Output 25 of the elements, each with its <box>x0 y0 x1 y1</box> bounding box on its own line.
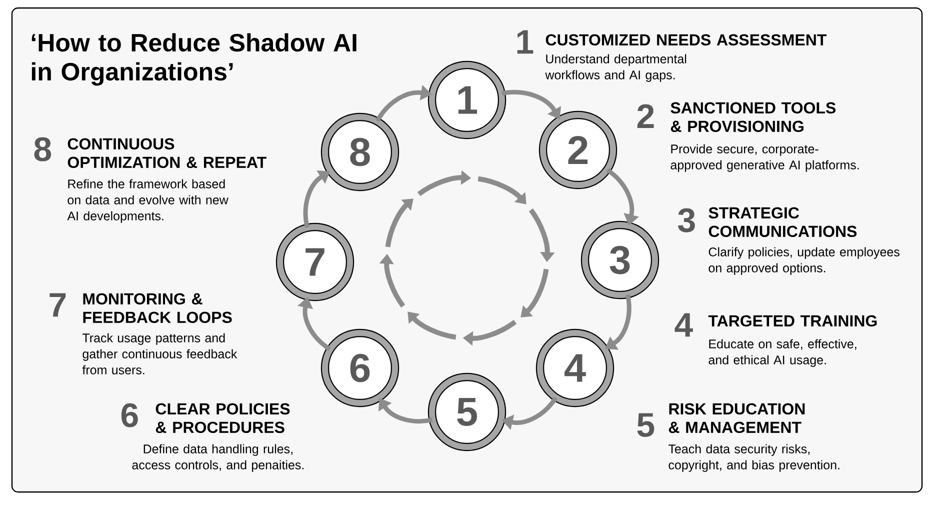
step-description: Provide secure, corporate-approved generative AI platforms. <box>670 144 859 172</box>
step-heading: SANCTIONED TOOLS & PROVISIONING <box>670 102 836 132</box>
step-description: Understand departmental workflows and AI gaps. <box>545 54 686 82</box>
step-number: 2 <box>637 104 654 128</box>
step-number: 5 <box>637 413 654 437</box>
step-description: Define data handling rules, access controls, and penaities. <box>132 444 304 472</box>
step-heading: STRATEGIC COMMUNICATIONS <box>708 207 857 238</box>
step-description: Educate on safe, effective, and ethical AI usage. <box>708 339 856 367</box>
title: ‘How to Reduce Shadow AI in Organizations’ <box>32 33 356 86</box>
step-number: 1 <box>517 30 534 54</box>
step-number: 8 <box>34 137 52 162</box>
step-heading: CONTINUOUS OPTIMIZATION & REPEAT <box>68 138 266 168</box>
step-number: 4 <box>674 313 693 337</box>
step-heading: MONITORING & FEEDBACK LOOPS <box>83 293 232 324</box>
step-number: 3 <box>678 208 695 232</box>
step-description: Clarify policies, update employees on approved options. <box>708 247 900 275</box>
step-number: 7 <box>50 293 66 317</box>
step-description: Refine the framework based on data and evolve with new AI developments. <box>67 179 228 223</box>
step-number: 6 <box>121 403 138 428</box>
step-heading: CUSTOMIZED NEEDS ASSESSMENT <box>546 34 827 46</box>
step-description: Track usage patterns and gather continuous feedback from users. <box>82 333 238 374</box>
step-heading: TARGETED TRAINING <box>708 315 877 327</box>
step-heading: CLEAR POLICIES & PROCEDURES <box>156 403 290 434</box>
step-description: Teach data security risks, copyright, and bias prevention. <box>668 444 840 472</box>
step-heading: RISK EDUCATION & MANAGEMENT <box>668 403 805 434</box>
